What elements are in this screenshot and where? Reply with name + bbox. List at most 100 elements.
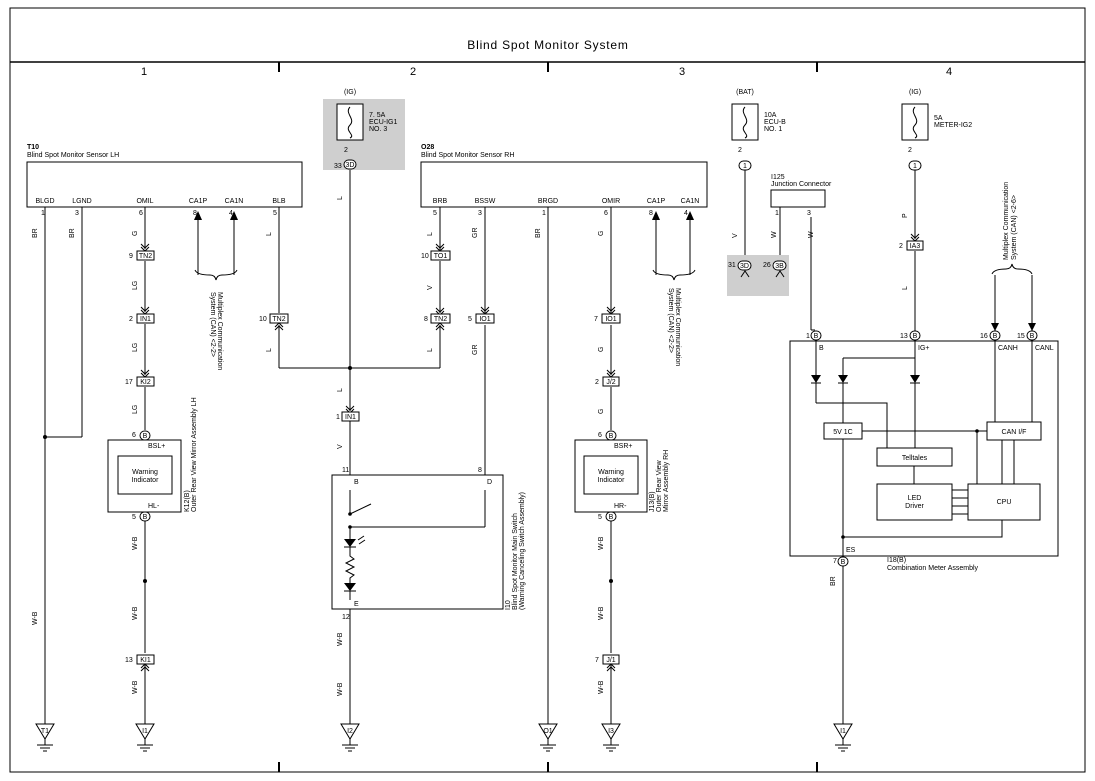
svg-text:33: 33 <box>334 163 342 170</box>
svg-text:2: 2 <box>129 316 133 323</box>
svg-text:1: 1 <box>542 210 546 217</box>
svg-text:T10: T10 <box>27 144 39 151</box>
svg-text:LED: LED <box>908 495 922 502</box>
svg-text:11: 11 <box>342 467 349 474</box>
svg-text:B: B <box>143 514 148 521</box>
svg-text:B: B <box>841 559 846 566</box>
svg-text:(BAT): (BAT) <box>736 89 754 96</box>
svg-text:L: L <box>337 196 344 200</box>
svg-text:8: 8 <box>478 467 482 474</box>
svg-text:2: 2 <box>899 243 903 250</box>
svg-text:Mirror Assembly RH: Mirror Assembly RH <box>663 450 670 512</box>
svg-text:W-B: W-B <box>132 606 139 620</box>
svg-text:10: 10 <box>259 316 267 323</box>
ground-i2: I2 <box>340 723 360 752</box>
svg-text:BR: BR <box>535 228 542 238</box>
svg-text:CA1N: CA1N <box>681 198 700 205</box>
svg-text:3B: 3B <box>775 263 784 270</box>
svg-text:HR-: HR- <box>614 503 627 510</box>
svg-text:B: B <box>913 333 918 340</box>
svg-text:G: G <box>598 231 605 236</box>
svg-text:15: 15 <box>1017 333 1025 340</box>
svg-text:W: W <box>808 231 815 238</box>
column-4-label: 4 <box>946 66 952 78</box>
comm-note-lh-1: Multiplex Communication <box>216 292 223 370</box>
can-arrows <box>194 211 1036 331</box>
svg-text:L: L <box>427 232 434 236</box>
svg-text:Combination Meter Assembly: Combination Meter Assembly <box>887 565 979 572</box>
svg-text:BLGD: BLGD <box>35 198 54 205</box>
svg-text:V: V <box>427 285 434 290</box>
svg-text:IA3: IA3 <box>910 243 921 250</box>
sensor-rh: O28 Blind Spot Monitor Sensor RH BRB BSS… <box>420 144 708 217</box>
svg-text:4: 4 <box>684 210 688 217</box>
svg-text:T1: T1 <box>41 728 49 735</box>
svg-text:P: P <box>902 213 909 218</box>
svg-text:8: 8 <box>649 210 653 217</box>
svg-text:IG+: IG+ <box>918 345 929 352</box>
svg-text:IN1: IN1 <box>345 414 356 421</box>
column-3-label: 3 <box>679 66 685 78</box>
svg-text:7: 7 <box>594 316 598 323</box>
svg-text:6: 6 <box>598 432 602 439</box>
svg-text:BLB: BLB <box>272 198 286 205</box>
svg-text:8: 8 <box>193 210 197 217</box>
svg-text:W-B: W-B <box>598 536 605 550</box>
svg-text:5V 1C: 5V 1C <box>833 429 852 436</box>
svg-text:OMIL: OMIL <box>136 198 153 205</box>
mirror-rh: 6 B BSR+ Warning Indicator HR- 5 B J13(B… <box>574 430 670 522</box>
svg-text:W-B: W-B <box>337 632 344 646</box>
svg-text:METER-IG2: METER-IG2 <box>934 122 972 129</box>
svg-text:Blind Spot Monitor Sensor RH: Blind Spot Monitor Sensor RH <box>421 152 514 159</box>
combination-meter: 1 B B 13 B IG+ 16 B CANH 15 B CANL ES 7 … <box>789 330 1059 572</box>
svg-text:3D: 3D <box>346 162 355 169</box>
svg-text:BSL+: BSL+ <box>148 443 165 450</box>
svg-text:GR: GR <box>472 345 479 356</box>
svg-text:5: 5 <box>598 514 602 521</box>
svg-text:B: B <box>814 333 819 340</box>
svg-text:I3: I3 <box>608 728 614 735</box>
svg-text:TN2: TN2 <box>139 253 152 260</box>
mirror-lh: 6 B BSL+ Warning Indicator HL- 5 B K12(B… <box>107 397 198 522</box>
diagram-title: Blind Spot Monitor System <box>467 38 628 52</box>
svg-text:7. 5A: 7. 5A <box>369 112 386 119</box>
svg-text:B: B <box>609 514 614 521</box>
conn-j1-7: J/17 <box>595 654 620 672</box>
svg-text:V: V <box>337 444 344 449</box>
svg-text:6: 6 <box>604 210 608 217</box>
svg-text:5: 5 <box>132 514 136 521</box>
svg-text:KI2: KI2 <box>140 379 151 386</box>
svg-text:I1: I1 <box>142 728 148 735</box>
svg-text:Telltales: Telltales <box>902 455 928 462</box>
svg-text:10A: 10A <box>764 112 777 119</box>
svg-text:3: 3 <box>75 210 79 217</box>
svg-text:W-B: W-B <box>132 536 139 550</box>
svg-text:1: 1 <box>41 210 45 217</box>
wires <box>44 170 1033 724</box>
svg-text:TO1: TO1 <box>434 253 448 260</box>
svg-text:TN2: TN2 <box>434 316 447 323</box>
svg-text:BR: BR <box>32 228 39 238</box>
svg-text:TN2: TN2 <box>272 316 285 323</box>
svg-text:9: 9 <box>129 253 133 260</box>
comm-note-rh-2: System (CAN) <2-2> <box>667 288 674 353</box>
svg-text:BRGD: BRGD <box>538 198 558 205</box>
svg-text:1: 1 <box>913 163 917 170</box>
fuse-ecu-b: (BAT) 10A ECU-B NO. 1 2 1 <box>731 89 786 171</box>
svg-text:I18(B): I18(B) <box>887 557 906 564</box>
svg-text:Warning: Warning <box>598 469 624 476</box>
svg-text:L: L <box>902 286 909 290</box>
svg-text:7: 7 <box>833 558 837 565</box>
comm-note-meter-2: System (CAN) <2-6> <box>1011 195 1018 260</box>
svg-text:I125: I125 <box>771 174 785 181</box>
conn-ia3-2: IA3 2 <box>899 233 924 251</box>
svg-text:1: 1 <box>775 210 779 217</box>
svg-text:Driver: Driver <box>905 503 924 510</box>
svg-text:J/2: J/2 <box>606 379 615 386</box>
svg-text:1: 1 <box>743 163 747 170</box>
